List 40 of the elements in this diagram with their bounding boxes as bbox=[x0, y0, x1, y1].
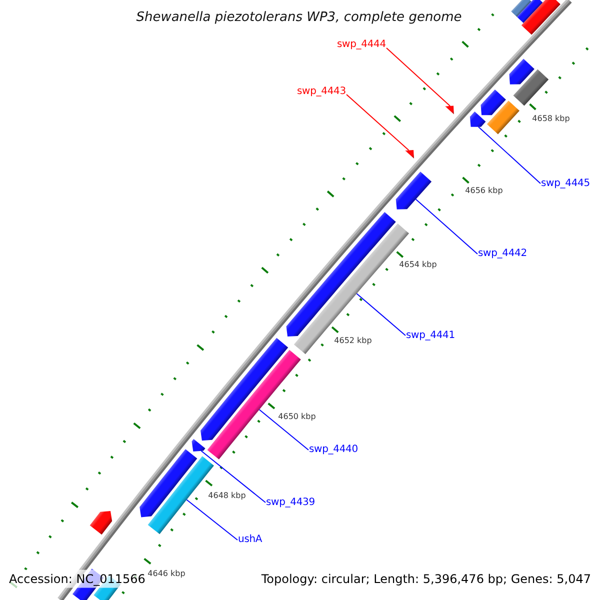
gene-feature bbox=[140, 449, 198, 518]
gene-bar bbox=[486, 100, 520, 134]
gene-label: swp_4442 bbox=[478, 248, 527, 260]
gene-label: swp_4445 bbox=[541, 178, 590, 190]
gene-label: swp_4441 bbox=[406, 330, 455, 342]
gene-feature bbox=[192, 439, 206, 452]
gene-label: swp_4440 bbox=[309, 444, 358, 456]
gene-bar bbox=[521, 0, 560, 35]
gene-label: swp_4444 bbox=[337, 39, 386, 51]
leader-line bbox=[186, 499, 238, 540]
gene-bar bbox=[513, 69, 549, 106]
gene-feature bbox=[509, 58, 534, 84]
scale-label: 4648 kbp bbox=[208, 490, 246, 500]
gene-feature bbox=[480, 90, 506, 116]
gene-label: ushA bbox=[238, 534, 262, 546]
gene-feature bbox=[405, 150, 414, 158]
gene-label: swp_4439 bbox=[266, 496, 315, 508]
gene-bar bbox=[207, 350, 301, 460]
leader-line bbox=[346, 94, 410, 151]
gene-bar bbox=[516, 0, 543, 23]
scale-label: 4646 kbp bbox=[148, 568, 186, 578]
leader-line bbox=[356, 293, 406, 336]
scale-label: 4656 kbp bbox=[465, 186, 503, 196]
gene-feature bbox=[396, 172, 432, 210]
leader-line bbox=[415, 198, 478, 254]
gene-feature bbox=[90, 511, 112, 535]
gene-label: swp_4443 bbox=[297, 86, 346, 98]
leader-line bbox=[386, 48, 451, 106]
map-title: Shewanella piezotolerans WP3, complete genome bbox=[136, 10, 462, 26]
scale-label: 4654 kbp bbox=[399, 260, 437, 270]
scale-label: 4658 kbp bbox=[532, 114, 570, 124]
gene-feature bbox=[470, 112, 486, 127]
gene-feature bbox=[445, 106, 454, 114]
gene-bar bbox=[511, 0, 532, 17]
gene-feature bbox=[286, 212, 396, 337]
leader-line bbox=[478, 126, 541, 184]
scale-label: 4650 kbp bbox=[278, 412, 316, 422]
leader-line bbox=[200, 450, 266, 503]
leader-line bbox=[258, 409, 309, 450]
scale-label: 4652 kbp bbox=[334, 336, 372, 346]
